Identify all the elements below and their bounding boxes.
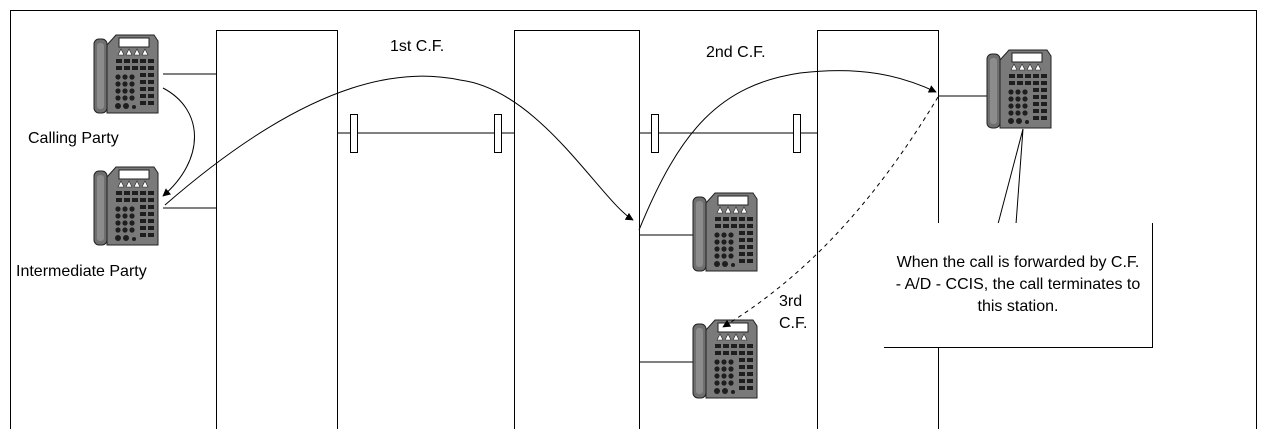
telephone-icon bbox=[94, 167, 158, 245]
intermediate-party-label: Intermediate Party bbox=[16, 263, 147, 280]
trunk-connector bbox=[794, 115, 801, 153]
telephone-icon bbox=[693, 320, 757, 398]
arrow-calling-to-intermediate bbox=[163, 88, 195, 196]
callout-box bbox=[885, 224, 1153, 348]
callout-pointer bbox=[998, 129, 1023, 224]
third-cf-label-line2: C.F. bbox=[779, 315, 807, 332]
trunk-connector bbox=[652, 115, 659, 153]
trunk-connector bbox=[495, 115, 502, 153]
switch-column-1 bbox=[217, 31, 338, 429]
second-cf-label: 2nd C.F. bbox=[706, 44, 766, 61]
third-cf-label-line1: 3rd bbox=[779, 293, 802, 310]
first-cf-label: 1st C.F. bbox=[390, 38, 444, 55]
switch-column-2 bbox=[515, 31, 640, 429]
calling-party-label: Calling Party bbox=[28, 130, 119, 147]
trunk-connector bbox=[351, 115, 358, 153]
telephone-icon bbox=[693, 193, 757, 271]
telephone-icon bbox=[94, 35, 158, 113]
telephone-icon bbox=[987, 50, 1051, 128]
